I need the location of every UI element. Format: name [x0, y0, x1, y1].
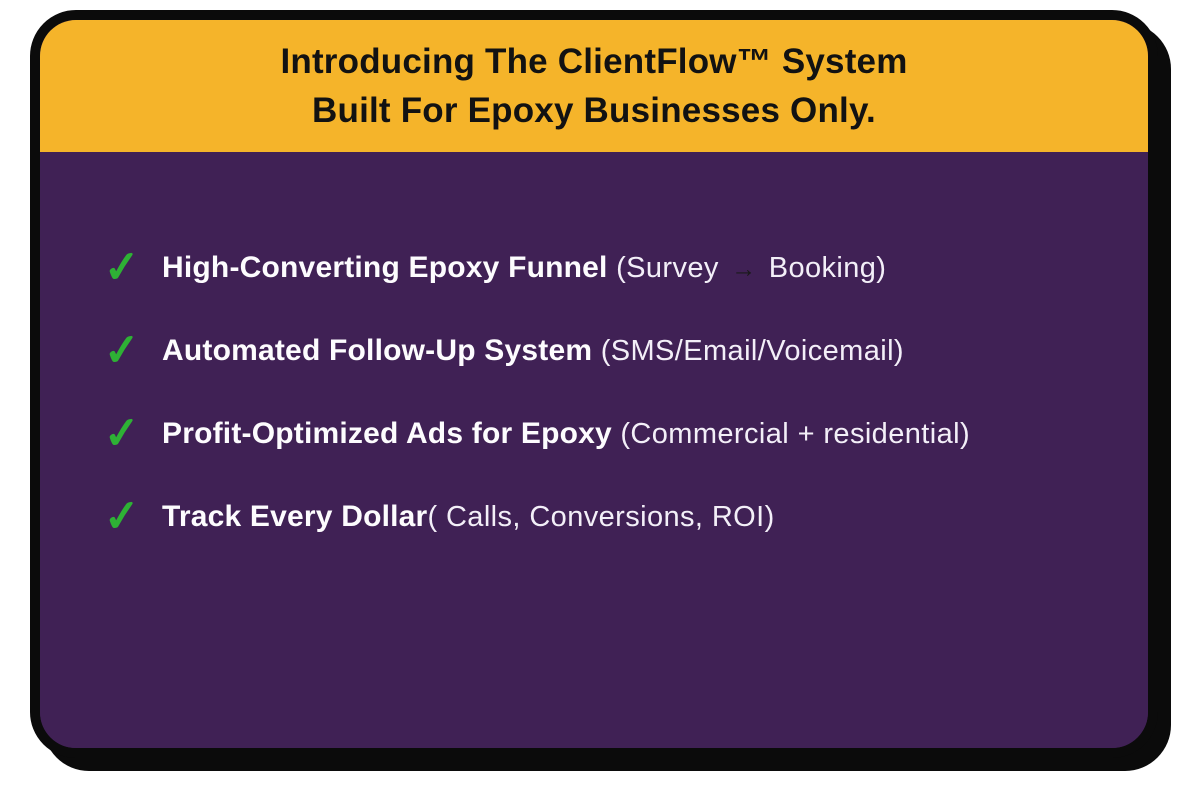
checklist-item-funnel: ✓ High-Converting Epoxy Funnel (Survey →…: [101, 241, 1108, 293]
item-detail-text: (Commercial + residential): [611, 417, 970, 450]
card-body: ✓ High-Converting Epoxy Funnel (Survey →…: [40, 152, 1148, 748]
item-detail-text: ( Calls, Conversions, ROI): [427, 500, 775, 533]
checklist-item-text: Track Every Dollar( Calls, Conversions, …: [162, 499, 783, 535]
checklist-item-text: High-Converting Epoxy Funnel (Survey → B…: [162, 250, 886, 286]
arrow-right-icon: [970, 421, 978, 449]
checklist-item-text: Profit-Optimized Ads for Epoxy (Commerci…: [162, 416, 978, 452]
item-detail-text: (Survey: [607, 251, 728, 284]
checkmark-icon: ✓: [101, 490, 143, 542]
item-bold-text: High-Converting Epoxy Funnel: [162, 250, 608, 284]
item-detail-text: (SMS/Email/Voicemail): [592, 334, 904, 367]
item-bold-text: Automated Follow-Up System: [162, 333, 593, 367]
checkmark-icon: ✓: [101, 241, 143, 293]
clientflow-card: Introducing The ClientFlow™ System Built…: [30, 10, 1158, 758]
checkmark-icon: ✓: [101, 407, 143, 459]
title-line-1: Introducing The ClientFlow™ System: [280, 42, 908, 81]
checklist-item-ads: ✓ Profit-Optimized Ads for Epoxy (Commer…: [101, 407, 1108, 459]
item-detail-text: Booking): [760, 251, 887, 284]
arrow-right-icon: [904, 338, 912, 366]
checklist-item-text: Automated Follow-Up System (SMS/Email/Vo…: [162, 333, 912, 369]
item-bold-text: Track Every Dollar: [162, 499, 428, 533]
checklist-item-tracking: ✓ Track Every Dollar( Calls, Conversions…: [101, 490, 1108, 542]
title-line-2: Built For Epoxy Businesses Only.: [312, 91, 876, 130]
checkmark-icon: ✓: [101, 324, 143, 376]
card-header: Introducing The ClientFlow™ System Built…: [40, 20, 1148, 152]
arrow-right-icon: [775, 504, 783, 532]
arrow-right-icon: →: [731, 254, 757, 283]
item-bold-text: Profit-Optimized Ads for Epoxy: [162, 416, 612, 450]
checklist-item-followup: ✓ Automated Follow-Up System (SMS/Email/…: [101, 324, 1108, 376]
